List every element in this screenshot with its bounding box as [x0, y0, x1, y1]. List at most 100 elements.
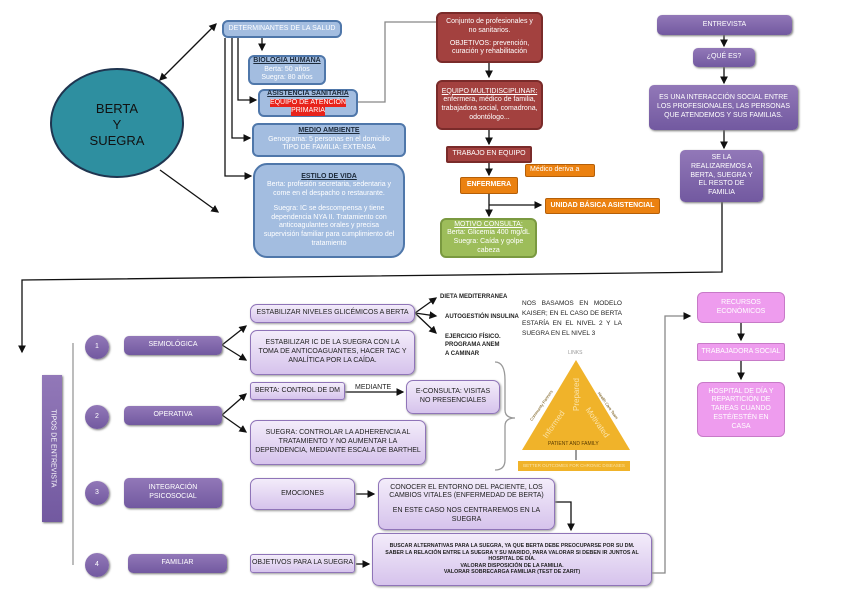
motivo-text: Berta: Glicemia 400 mg/dL	[447, 229, 530, 237]
autogestion-text: AUTOGESTIÓN INSULINA	[445, 314, 519, 320]
conocer-text: CONOCER EL ENTORNO DEL PACIENTE, LOS CAM…	[389, 483, 544, 500]
tipos-title: TIPOS DE ENTREVISTA	[49, 409, 57, 488]
tipo-number: 1	[85, 335, 109, 359]
mediante-label: MEDIANTE	[355, 384, 392, 391]
determinantes-box: DETERMINANTES DE LA SALUD	[222, 20, 342, 38]
berta-control-text: BERTA: CONTROL DE DM	[254, 386, 341, 394]
motivo-text: Suegra: Caída y golpe cabeza	[453, 238, 524, 254]
multi-text: enfermera, médico de familia, trabajador…	[441, 96, 538, 121]
tipo-familiar: FAMILIAR	[128, 554, 227, 573]
kaiser-text: NOS BASAMOS EN MODELO KAISER; EN EL CASO…	[522, 300, 622, 338]
entrevista-title: ENTREVISTA	[702, 20, 747, 28]
center-line: BERTA	[95, 100, 139, 116]
tipo-label: OPERATIVA	[153, 411, 193, 419]
tipo-psicosocial: INTEGRACIÓN PSICOSOCIAL	[124, 478, 222, 508]
tipo-label: FAMILIAR	[161, 559, 194, 567]
asistencia-highlight: EQUIPO DE ATENCIÓN	[269, 98, 347, 108]
ejercicio-text: EJERCICIO FÍSICO. PROGRAMA ANEM A CAMINA…	[445, 334, 501, 357]
estilo-title: ESTILO DE VIDA	[301, 172, 357, 180]
tipo-number-text: 4	[95, 560, 99, 568]
dieta-text: DIETA MEDITERRANEA	[440, 294, 508, 300]
conjunto-text: Conjunto de profesionales y no sanitario…	[446, 18, 533, 34]
multidisciplinar-box: EQUIPO MULTIDISCIPLINAR:enfermera, médic…	[436, 80, 543, 130]
tipo-label: SEMIOLÓGICA	[148, 341, 198, 349]
estilo-text: Berta: profesión secretaria, sedentaria …	[266, 181, 392, 197]
asistencia-title: ASISTENCIA SANITARIA	[267, 89, 349, 97]
medico-deriva-label: Médico deriva a	[525, 164, 595, 177]
buscar-box: BUSCAR ALTERNATIVAS PARA LA SUEGRA, YA Q…	[372, 533, 652, 586]
motivo-title: MOTIVO CONSULTA:	[454, 220, 523, 228]
center-line: SUEGRA	[89, 133, 145, 149]
unidad-text: UNIDAD BÁSICA ASISTENCIAL	[550, 201, 655, 209]
medio-text: TIPO DE FAMILIA: EXTENSA	[282, 144, 376, 152]
berta-control-box: BERTA: CONTROL DE DM	[250, 382, 345, 400]
familiar-line: BUSCAR ALTERNATIVAS PARA LA SUEGRA, YA Q…	[389, 542, 635, 549]
tipo-number: 4	[85, 553, 109, 577]
centraremos-text: EN ESTE CASO NOS CENTRAREMOS EN LA SUEGR…	[392, 507, 541, 523]
objetivos-suegra-box: OBJETIVOS PARA LA SUEGRA	[250, 554, 355, 573]
tipo-number: 2	[85, 405, 109, 429]
hospital-text: HOSPITAL DE DÍA Y REPARTICIÓN DE TAREAS …	[708, 387, 774, 430]
se-la-box: SE LA REALIZAREMOS A BERTA, SUEGRA Y EL …	[680, 150, 763, 202]
glicemicos-text: ESTABILIZAR NIVELES GLICÉMICOS A BERTA	[256, 309, 409, 317]
objetivos-text: OBJETIVOS: prevención, curación y rehabi…	[449, 39, 530, 56]
determinantes-title: DETERMINANTES DE LA SALUD	[228, 24, 336, 32]
definicion-text: ES UNA INTERACCIÓN SOCIAL ENTRE LOS PROF…	[656, 94, 791, 119]
tipo-number-text: 1	[95, 342, 99, 350]
unidad-box: UNIDAD BÁSICA ASISTENCIAL	[545, 198, 660, 214]
enfermera-text: ENFERMERA	[466, 181, 512, 189]
conocer-box: CONOCER EL ENTORNO DEL PACIENTE, LOS CAM…	[378, 478, 555, 530]
entrevista-box: ENTREVISTA	[657, 15, 792, 35]
center-line: Y	[112, 116, 122, 132]
tipo-semiologica: SEMIOLÓGICA	[124, 336, 222, 355]
motivo-box: MOTIVO CONSULTA:Berta: Glicemia 400 mg/d…	[440, 218, 537, 258]
tipo-number-text: 2	[95, 412, 99, 420]
medico-deriva-text: Médico deriva a	[530, 166, 580, 174]
center-ellipse	[50, 68, 184, 178]
biologia-text: Suegra: 80 años	[261, 74, 313, 82]
trabajadora-box: TRABAJADORA SOCIAL	[697, 343, 785, 361]
kaiser-triangle	[522, 360, 630, 450]
biologia-text: Berta: 50 años	[264, 65, 310, 73]
trabajo-box: TRABAJO EN EQUIPO	[446, 146, 532, 163]
que-es-text: ¿QUÉ ES?	[706, 53, 742, 61]
tipo-label: INTEGRACIÓN PSICOSOCIAL	[148, 484, 198, 500]
se-la-text: SE LA REALIZAREMOS A BERTA, SUEGRA Y EL …	[690, 154, 753, 197]
objetivos-suegra-text: OBJETIVOS PARA LA SUEGRA	[251, 559, 353, 567]
ic-box: ESTABILIZAR IC DE LA SUEGRA CON LA TOMA …	[250, 330, 415, 375]
suegra-control-box: SUEGRA: CONTROLAR LA ADHERENCIA AL TRATA…	[250, 420, 426, 465]
familiar-line: SABER LA RELACIÓN ENTRE LA SUEGRA Y SU M…	[385, 549, 639, 563]
asistencia-highlight: PRIMARIA	[291, 107, 325, 117]
outcomes-bar: BETTER OUTCOMES FOR CHRONIC DISEASES	[518, 461, 630, 471]
familiar-line: VALORAR SOBRECARGA FAMILIAR (TEST DE ZAR…	[443, 569, 581, 576]
estilo-text: Suegra: IC se descompensa y tiene depend…	[263, 204, 395, 247]
hospital-box: HOSPITAL DE DÍA Y REPARTICIÓN DE TAREAS …	[697, 382, 785, 437]
outcomes-text: BETTER OUTCOMES FOR CHRONIC DISEASES	[523, 463, 625, 469]
que-es-box: ¿QUÉ ES?	[693, 48, 755, 67]
econsulta-box: E-CONSULTA: VISITAS NO PRESENCIALES	[406, 380, 500, 414]
trabajadora-text: TRABAJADORA SOCIAL	[701, 347, 781, 355]
conjunto-box: Conjunto de profesionales y no sanitario…	[436, 12, 543, 63]
emociones-text: EMOCIONES	[281, 489, 324, 497]
emociones-box: EMOCIONES	[250, 478, 355, 510]
multi-title: EQUIPO MULTIDISCIPLINAR:	[441, 87, 538, 95]
links-label: LINKS	[568, 350, 583, 356]
tipo-number: 3	[85, 481, 109, 505]
prepared-label: Prepared	[571, 378, 581, 411]
patient-label: PATIENT AND FAMILY	[548, 441, 599, 447]
enfermera-box: ENFERMERA	[460, 177, 518, 194]
medio-title: MEDIO AMBIENTE	[298, 126, 360, 134]
tipos-bar: TIPOS DE ENTREVISTA	[42, 375, 62, 522]
recursos-box: RECURSOS ECONÓMICOS	[697, 292, 785, 323]
medio-text: Genograma: 5 personas en el domicilio	[268, 135, 390, 143]
tipo-number-text: 3	[95, 488, 99, 496]
biologia-title: BIOLOGIA HUMANA	[253, 56, 321, 64]
ic-text: ESTABILIZAR IC DE LA SUEGRA CON LA TOMA …	[258, 339, 407, 364]
econsulta-text: E-CONSULTA: VISITAS NO PRESENCIALES	[415, 388, 491, 404]
